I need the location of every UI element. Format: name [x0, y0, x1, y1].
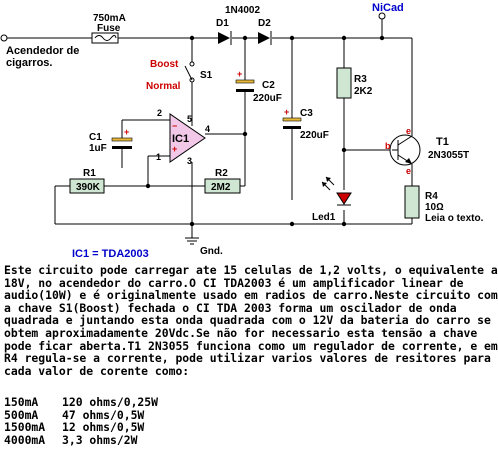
resistor-r3: R3 2K2 [336, 67, 373, 99]
ic-pin-1: 1 [156, 152, 161, 162]
t1-emitter-bottom: e [406, 166, 411, 176]
resistor-value: 47 ohms/0,5W [62, 407, 145, 422]
r2-label: R2 [215, 168, 228, 179]
boost-label: Boost [150, 59, 179, 70]
d2-label: D2 [258, 18, 271, 29]
c1-plus: + [124, 127, 129, 137]
current-value: 1500mA [4, 420, 46, 435]
circuit-description: Este circuito pode carregar ate 15 celul… [4, 263, 498, 378]
table-row: 1500mA 12 ohms/0,5W [4, 421, 158, 434]
table-row: 4000mA 3,3 ohms/2W [4, 432, 158, 447]
resistor-r2: 2M2 R2 [204, 168, 241, 194]
r3-label: R3 [354, 74, 367, 85]
t1-base: b [385, 141, 391, 151]
nicad-terminal: NiCad [372, 2, 404, 20]
r2-value: 2M2 [211, 182, 231, 193]
ic1-label: IC1 [172, 133, 189, 145]
capacitor-c3: + C3 220uF [282, 107, 329, 141]
led1: Led1 [312, 176, 352, 223]
junction-dots [145, 35, 385, 227]
table-row: 500mA 47 ohms/0,5W [4, 407, 158, 422]
c1-label: C1 [89, 132, 102, 143]
gnd-label: Gnd. [200, 246, 223, 257]
resistor-value: 120 ohms/0,25W [62, 395, 159, 409]
circuit-schematic: Acendedor de cigarros. 750mA Fuse D1 D2 … [0, 2, 484, 260]
ic-pin-5: 5 [187, 114, 192, 124]
normal-label: Normal [146, 81, 181, 92]
resistor-value: 3,3 ohms/2W [62, 432, 138, 447]
t1-label: T1 [436, 136, 449, 148]
nicad-label: NiCad [372, 2, 404, 14]
capacitor-c1: + C1 1uF [89, 127, 133, 154]
input-label-line2: cigarros. [6, 57, 52, 69]
r1-value: 390K [76, 182, 101, 193]
capacitor-c2: + C2 220uF [235, 69, 282, 104]
resistor-r1: 390K R1 [69, 168, 105, 194]
c1-value: 1uF [89, 143, 107, 154]
ic1-amplifier: IC1 2 5 4 1 3 − + [156, 108, 210, 166]
c2-label: C2 [262, 80, 275, 91]
c3-label: C3 [300, 108, 313, 119]
t1-value: 2N3055T [428, 150, 469, 161]
ic-minus: − [172, 121, 177, 131]
fuse: 750mA Fuse [91, 13, 126, 44]
ground-symbol: Gnd. [185, 237, 223, 257]
diode-d2: D2 [258, 18, 272, 45]
current-value: 150mA [4, 395, 39, 409]
r4-value: 10Ω [425, 202, 444, 213]
fuse-rating: 750mA [93, 13, 126, 24]
table-row: 150mA 120 ohms/0,25W [4, 396, 158, 409]
input-label-line1: Acendedor de [6, 45, 79, 57]
ic-plus: + [172, 144, 177, 154]
current-value: 500mA [4, 407, 39, 422]
t1-emitter-top: e [406, 126, 411, 136]
current-value: 4000mA [4, 432, 46, 447]
transistor-t1: T1 2N3055T e b e [385, 126, 469, 176]
c3-plus: + [284, 107, 289, 117]
wiring [4, 16, 413, 238]
ic-pin-2: 2 [157, 108, 162, 118]
fuse-label: Fuse [97, 23, 121, 34]
c2-plus: + [237, 69, 242, 79]
resistor-value: 12 ohms/0,5W [62, 420, 145, 435]
diode-d1: D1 [216, 18, 232, 45]
r4-label: R4 [425, 191, 438, 202]
r3-value: 2K2 [354, 86, 373, 97]
resistor-r4: R4 10Ω Leia o texto. [404, 185, 484, 224]
diode-type-label: 1N4002 [225, 5, 260, 16]
ic-pin-4: 4 [205, 124, 210, 134]
c2-value: 220uF [253, 93, 282, 104]
ic-note: IC1 = TDA2003 [72, 248, 149, 260]
r4-note: Leia o texto. [425, 213, 484, 224]
s1-label: S1 [200, 70, 213, 81]
led-label: Led1 [312, 212, 336, 223]
c3-value: 220uF [300, 130, 329, 141]
r1-label: R1 [83, 168, 96, 179]
input-terminal: Acendedor de cigarros. [0, 34, 79, 69]
d1-label: D1 [216, 18, 229, 29]
ic-pin-3: 3 [187, 156, 192, 166]
switch-s1: Boost Normal S1 [146, 59, 213, 92]
